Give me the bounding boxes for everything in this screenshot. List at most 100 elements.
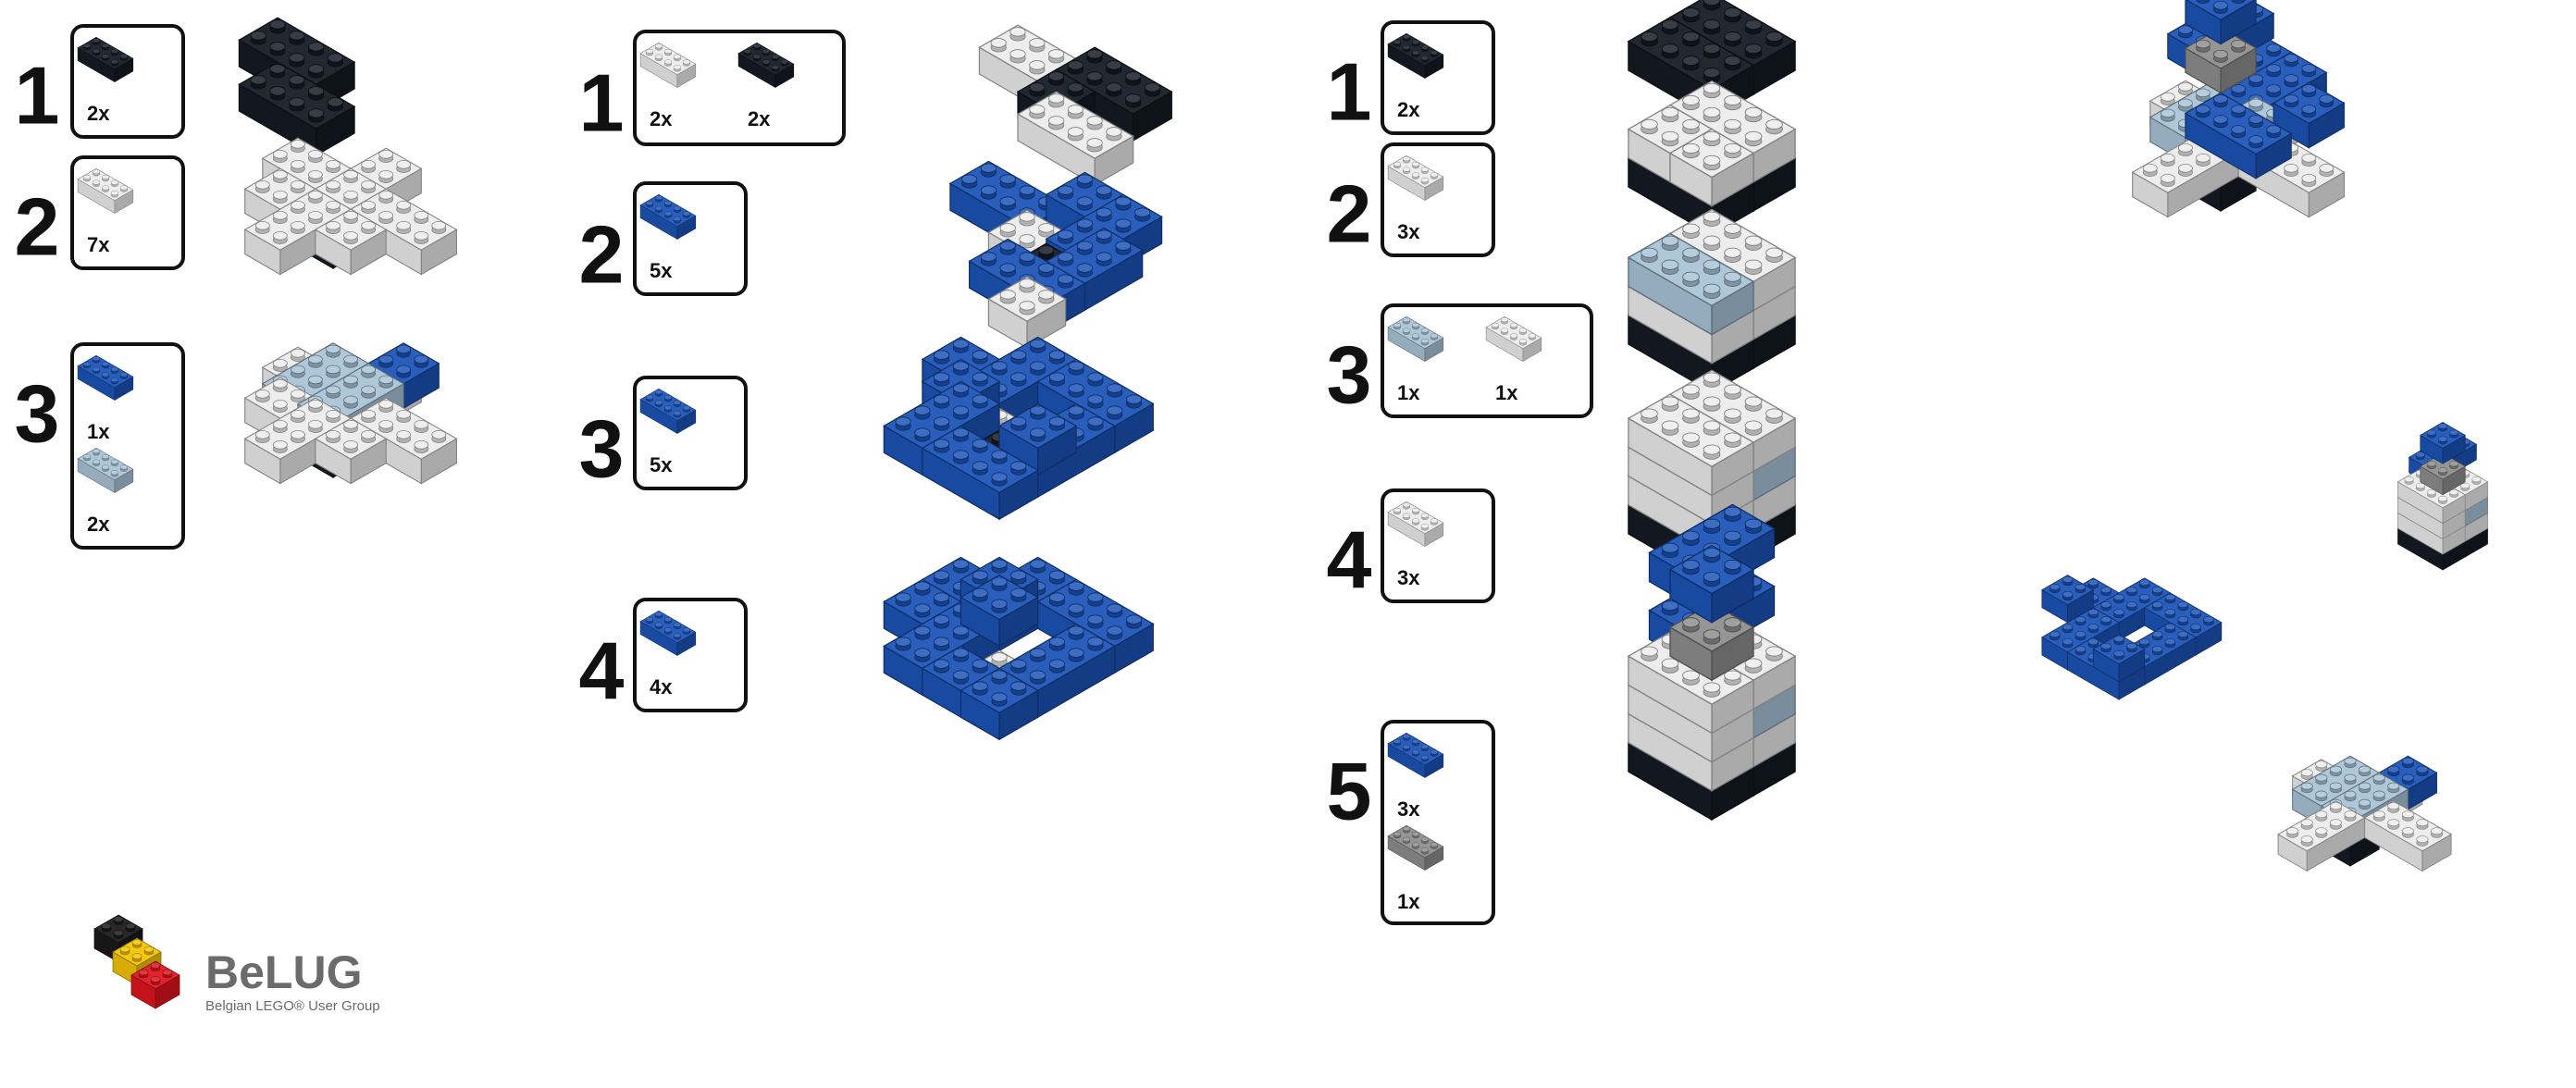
parts-box xyxy=(1381,720,1495,925)
part-quantity: 1x xyxy=(1397,381,1420,404)
part-brick-blue xyxy=(77,354,134,402)
brick-white xyxy=(1016,91,1134,187)
part-quantity: 2x xyxy=(87,102,110,125)
assembly-illustrations xyxy=(238,0,2489,872)
part-quantity: 2x xyxy=(650,107,673,130)
stage-a-step-3: 3 1x 2x xyxy=(15,342,185,550)
brick-blue xyxy=(2092,634,2146,683)
brick-black xyxy=(238,61,356,157)
part-black: 2x xyxy=(1387,32,1444,121)
part-brick-white xyxy=(1387,155,1444,202)
logo-brick-red xyxy=(130,960,180,1009)
final-exploded-tower xyxy=(2396,421,2489,571)
brick-gray xyxy=(1668,602,1755,682)
brick-white xyxy=(987,276,1067,350)
step-number: 2 xyxy=(15,180,60,272)
b-step4-model xyxy=(883,556,1155,741)
brick-blue xyxy=(2273,81,2346,149)
step-number: 1 xyxy=(579,56,625,148)
stage-b-step-4: 4 4x xyxy=(579,598,748,716)
part-blue: 5x xyxy=(639,193,697,282)
step-number: 3 xyxy=(579,402,625,494)
part-black: 2x xyxy=(737,42,795,130)
part-quantity: 4x xyxy=(650,675,673,699)
stage-a-step-1: 1 2x xyxy=(15,24,185,141)
stage-b-step-1: 1 2x 2x xyxy=(579,30,846,148)
brick-blue xyxy=(960,574,1039,648)
part-brick-blue xyxy=(639,193,697,241)
stage-c-step-1: 1 2x xyxy=(1327,20,1495,137)
part-gray: 1x xyxy=(1387,824,1444,913)
stage-c-step-4: 4 3x xyxy=(1327,488,1495,605)
part-brick-blue xyxy=(639,610,697,657)
c-step2-model xyxy=(1627,80,1797,237)
part-white: 3x xyxy=(1387,155,1444,243)
logo-name: BeLUG xyxy=(205,946,362,998)
a-step3-model xyxy=(243,342,458,485)
brick-lightblue xyxy=(1627,232,1755,336)
step-number: 5 xyxy=(1327,745,1372,836)
part-quantity: 5x xyxy=(650,259,673,282)
step-number: 3 xyxy=(15,367,60,459)
logo-tagline: Belgian LEGO® User Group xyxy=(205,998,380,1014)
final-exploded-blue-frame xyxy=(2041,575,2223,700)
part-brick-white xyxy=(1485,315,1542,363)
brick-blue xyxy=(1668,544,1755,624)
step-number: 1 xyxy=(15,49,60,141)
b-step3-model xyxy=(883,336,1155,521)
step-number: 4 xyxy=(579,624,625,716)
part-brick-lightblue xyxy=(77,447,134,494)
brick-white xyxy=(314,417,388,485)
logo-brick-yellow xyxy=(112,937,162,986)
part-quantity: 1x xyxy=(1397,890,1420,913)
part-lightblue: 2x xyxy=(77,447,134,536)
step-number: 4 xyxy=(1327,513,1372,605)
part-quantity: 2x xyxy=(748,107,771,130)
brick-white xyxy=(314,208,388,276)
stage-c-step-2: 2 3x xyxy=(1327,142,1495,259)
part-brick-white xyxy=(639,42,697,89)
brick-blue xyxy=(2420,421,2466,464)
part-quantity: 3x xyxy=(1397,220,1420,243)
part-quantity: 1x xyxy=(87,420,110,443)
part-blue: 3x xyxy=(1387,732,1444,821)
part-brick-black xyxy=(77,36,134,83)
part-quantity: 3x xyxy=(1397,566,1420,589)
stage-b-step-2: 2 5x xyxy=(579,181,748,300)
a-step1-model xyxy=(238,17,356,157)
part-black: 2x xyxy=(77,36,134,125)
part-brick-white xyxy=(1387,501,1444,548)
brick-blue xyxy=(921,425,1039,521)
logo-bricks xyxy=(93,914,180,1009)
final-assembled-model xyxy=(2131,0,2346,218)
belug-logo: BeLUG Belgian LEGO® User Group xyxy=(93,914,380,1014)
brick-white xyxy=(1627,393,1755,497)
step-number: 2 xyxy=(579,208,625,300)
part-blue: 5x xyxy=(639,388,697,476)
part-brick-gray xyxy=(1387,824,1444,872)
part-quantity: 1x xyxy=(1495,381,1518,404)
brick-white xyxy=(2363,800,2453,872)
brick-blue xyxy=(2184,92,2293,179)
step-number: 1 xyxy=(1327,45,1372,137)
parts-box xyxy=(70,342,185,550)
brick-blue xyxy=(2185,0,2257,45)
brick-blue xyxy=(960,667,1039,741)
a-step2-model xyxy=(243,137,458,276)
part-white: 1x xyxy=(1485,315,1542,404)
step-number: 2 xyxy=(1327,167,1372,259)
brick-white xyxy=(1668,128,1755,207)
c-step3-model xyxy=(1627,208,1797,394)
part-brick-blue xyxy=(1387,732,1444,779)
part-quantity: 2x xyxy=(1397,98,1420,121)
brick-white xyxy=(2277,800,2366,872)
part-white: 2x xyxy=(639,42,697,130)
brick-blue xyxy=(2378,755,2438,810)
part-white: 3x xyxy=(1387,501,1444,589)
